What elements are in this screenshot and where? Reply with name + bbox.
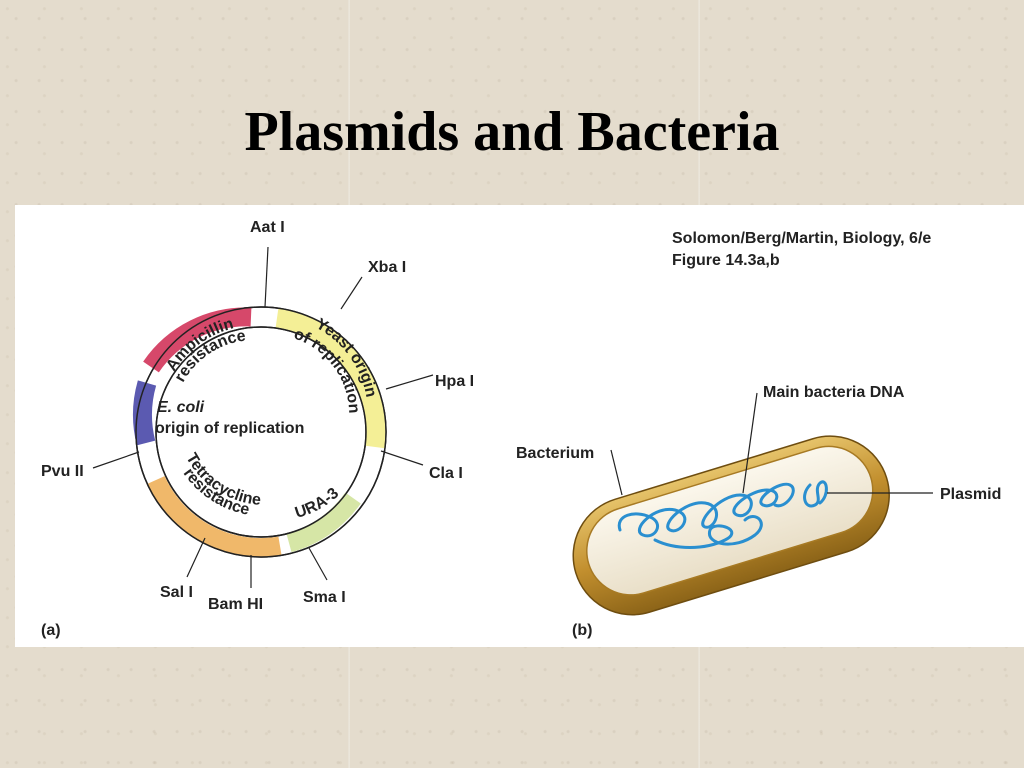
figure-svg: Aat I Xba I Hpa I Cla I Sma I Bam HI Sal… bbox=[41, 219, 1001, 639]
main-dna-strand bbox=[617, 482, 795, 549]
page-title: Plasmids and Bacteria bbox=[244, 101, 780, 163]
bacterium-illustration: Solomon/Berg/Martin, Biology, 6/e Figure… bbox=[516, 230, 1001, 639]
bacterium-label: Bacterium bbox=[516, 445, 594, 462]
restriction-site-ticks bbox=[92, 246, 434, 588]
credit-line-1: Solomon/Berg/Martin, Biology, 6/e bbox=[672, 230, 931, 247]
site-bam-hi: Bam HI bbox=[208, 596, 263, 613]
panel-a-label: (a) bbox=[41, 622, 61, 639]
figure-panel: Aat I Xba I Hpa I Cla I Sma I Bam HI Sal… bbox=[15, 205, 1024, 647]
site-sal-i: Sal I bbox=[160, 584, 193, 601]
credit-line-2: Figure 14.3a,b bbox=[672, 252, 780, 269]
site-sma-i: Sma I bbox=[303, 589, 346, 606]
main-dna-label: Main bacteria DNA bbox=[763, 384, 905, 401]
bacterium-cell bbox=[572, 435, 890, 616]
ecoli-origin-segment bbox=[133, 380, 157, 446]
ampicillin-segment bbox=[143, 307, 252, 373]
yeast-origin-segment bbox=[275, 308, 386, 449]
site-xba-i: Xba I bbox=[368, 259, 406, 276]
site-cla-i: Cla I bbox=[429, 465, 463, 482]
plasmid-label: Plasmid bbox=[940, 486, 1001, 503]
site-pvu-ii: Pvu II bbox=[41, 463, 84, 480]
tetracycline-segment bbox=[147, 475, 282, 558]
site-hpa-i: Hpa I bbox=[435, 373, 474, 390]
plasmid-loop bbox=[803, 480, 828, 508]
ecoli-label-2: origin of replication bbox=[155, 420, 304, 437]
ecoli-label-1: E. coli bbox=[157, 399, 205, 416]
site-aat-i: Aat I bbox=[250, 219, 285, 236]
plasmid-map: Aat I Xba I Hpa I Cla I Sma I Bam HI Sal… bbox=[41, 219, 474, 639]
panel-b-label: (b) bbox=[572, 622, 592, 639]
ura3-segment bbox=[286, 492, 361, 553]
